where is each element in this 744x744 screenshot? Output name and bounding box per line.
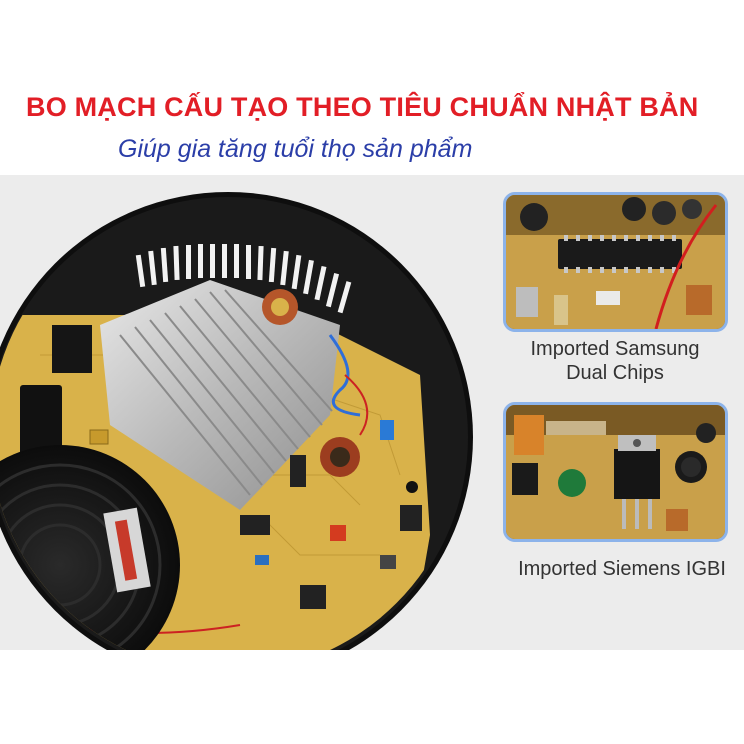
dip-chip	[558, 239, 682, 269]
samsung-caption-line2: Dual Chips	[566, 362, 664, 384]
page-title: BO MẠCH CẤU TẠO THEO TIÊU CHUẨN NHẬT BẢN	[26, 92, 699, 122]
circuit-board-photo	[0, 192, 473, 650]
page-subtitle: Giúp gia tăng tuổi thọ sản phẩm	[118, 135, 473, 163]
header-panel	[4, 84, 740, 170]
samsung-caption-line1: Imported Samsung	[530, 338, 700, 360]
siemens-igbt-thumbnail	[503, 402, 728, 542]
cooling-fan	[0, 445, 180, 650]
igbt-chip	[614, 449, 660, 499]
vent-slots	[135, 244, 352, 314]
samsung-chip-thumbnail	[503, 192, 728, 332]
samsung-chip-caption: Imported Samsung Dual Chips	[495, 337, 735, 385]
heatsink	[100, 280, 340, 510]
siemens-igbt-caption: Imported Siemens IGBI	[518, 558, 726, 580]
